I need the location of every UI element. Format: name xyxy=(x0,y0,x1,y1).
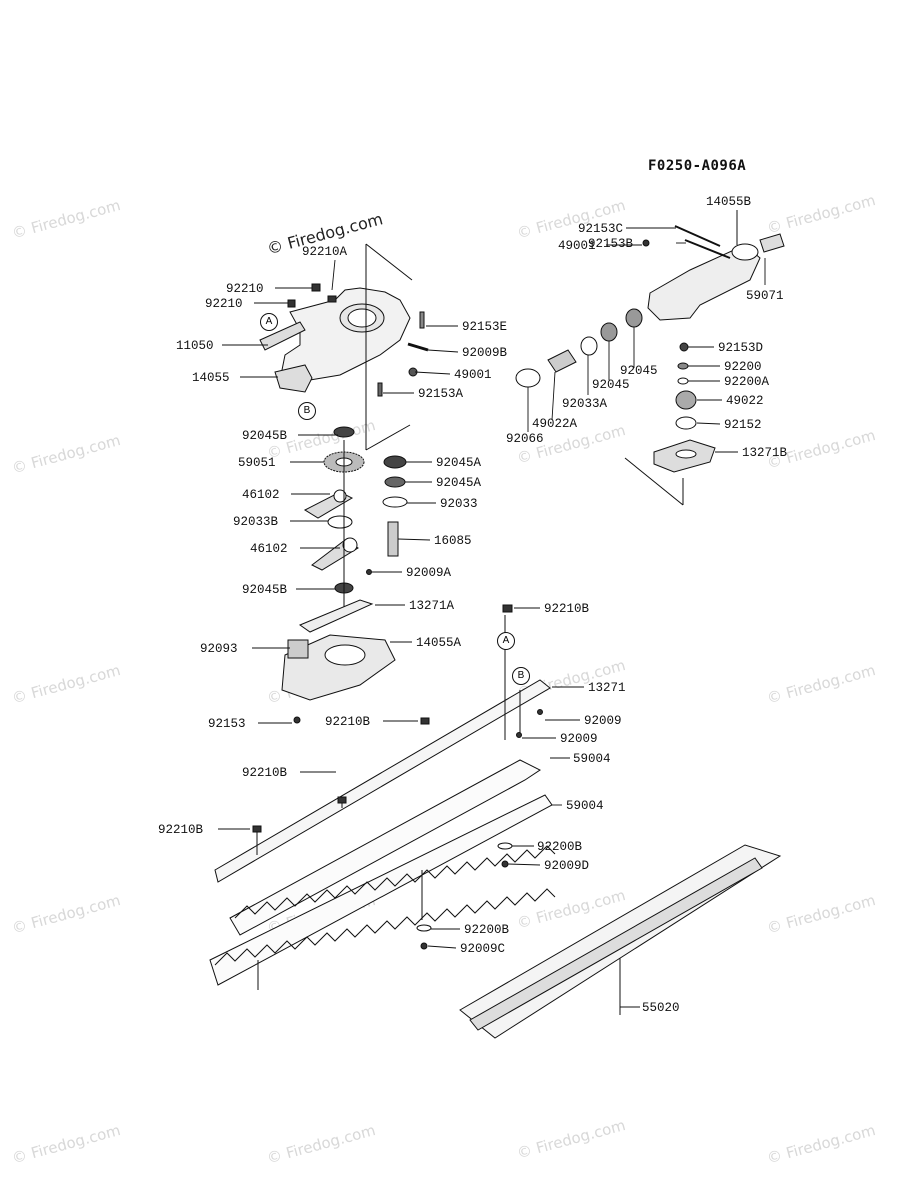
part-label: 92033B xyxy=(233,515,279,529)
part-label: 92009D xyxy=(544,859,590,873)
part-label: 49022A xyxy=(532,417,578,431)
part-label: 49001 xyxy=(454,368,492,382)
part-label: 55020 xyxy=(642,1001,680,1015)
part-label: 49022 xyxy=(726,394,764,408)
gearcase-cover-part xyxy=(259,287,411,393)
screw-part xyxy=(407,342,429,352)
part-label: 92210B xyxy=(242,766,288,780)
ref-circle-b: B xyxy=(512,667,530,685)
part-label: 92093 xyxy=(200,642,238,656)
part-label: 92009 xyxy=(560,732,598,746)
part-label: 92210B xyxy=(158,823,204,837)
part-label: 92009 xyxy=(584,714,622,728)
leader-lines xyxy=(218,227,766,1008)
part-label: 16085 xyxy=(434,534,472,548)
ref-circle-a: A xyxy=(497,632,515,650)
part-label: 14055A xyxy=(416,636,462,650)
part-label: 92210 xyxy=(226,282,264,296)
hedge-blade-upper xyxy=(209,679,556,986)
part-label: 59051 xyxy=(238,456,276,470)
part-label: 92152 xyxy=(724,418,762,432)
part-label: 92033A xyxy=(562,397,608,411)
part-label: 92210 xyxy=(205,297,243,311)
gear-stack xyxy=(303,426,408,610)
part-label: 59071 xyxy=(746,289,784,303)
part-label: 46102 xyxy=(250,542,288,556)
part-label: 11050 xyxy=(176,339,214,353)
part-label: 92153 xyxy=(208,717,246,731)
part-label: 92200 xyxy=(724,360,762,374)
part-label: 92009B xyxy=(462,346,508,360)
part-label: 92200A xyxy=(724,375,770,389)
part-label: 14055B xyxy=(706,195,752,209)
cap-part xyxy=(515,368,541,388)
part-label: 92009C xyxy=(460,942,506,956)
shaft-housing-part xyxy=(647,210,785,321)
part-label: 92153D xyxy=(718,341,764,355)
part-label: 92045 xyxy=(592,378,630,392)
screw-part xyxy=(377,382,383,397)
part-label: 92153A xyxy=(418,387,464,401)
part-label: 46102 xyxy=(242,488,280,502)
part-label: 92045A xyxy=(436,456,482,470)
part-label: 92210B xyxy=(325,715,371,729)
part-label: 13271 xyxy=(588,681,626,695)
part-label: 59004 xyxy=(573,752,611,766)
pinion-gear-part xyxy=(547,349,577,373)
part-label: 92153E xyxy=(462,320,508,334)
screw-part xyxy=(419,311,425,329)
blade-cover-part xyxy=(459,844,782,1039)
ref-circle-b: B xyxy=(298,402,316,420)
part-label: 92045 xyxy=(620,364,658,378)
part-label: 14055 xyxy=(192,371,230,385)
ref-circle-a: A xyxy=(260,313,278,331)
part-label: 13271B xyxy=(742,446,788,460)
part-label: 92153C xyxy=(578,222,624,236)
part-label: 13271A xyxy=(409,599,455,613)
part-label: 92045B xyxy=(242,429,288,443)
part-label: 92066 xyxy=(506,432,544,446)
part-label: 92200B xyxy=(464,923,510,937)
part-label: 92033 xyxy=(440,497,478,511)
part-label: 59004 xyxy=(566,799,604,813)
part-label: 92153B xyxy=(588,237,634,251)
nut-part xyxy=(327,295,337,303)
part-label: 92210B xyxy=(544,602,590,616)
part-label: 92009A xyxy=(406,566,452,580)
nut-part xyxy=(287,299,296,308)
nut-part xyxy=(311,283,321,292)
part-label: 92045A xyxy=(436,476,482,490)
part-label: 49001 xyxy=(558,239,596,253)
part-label: 92045B xyxy=(242,583,288,597)
part-label: 92210A xyxy=(302,245,348,259)
diagram-code: F0250-A096A xyxy=(648,158,747,174)
blade-mount-part xyxy=(281,599,430,725)
part-label: 92200B xyxy=(537,840,583,854)
